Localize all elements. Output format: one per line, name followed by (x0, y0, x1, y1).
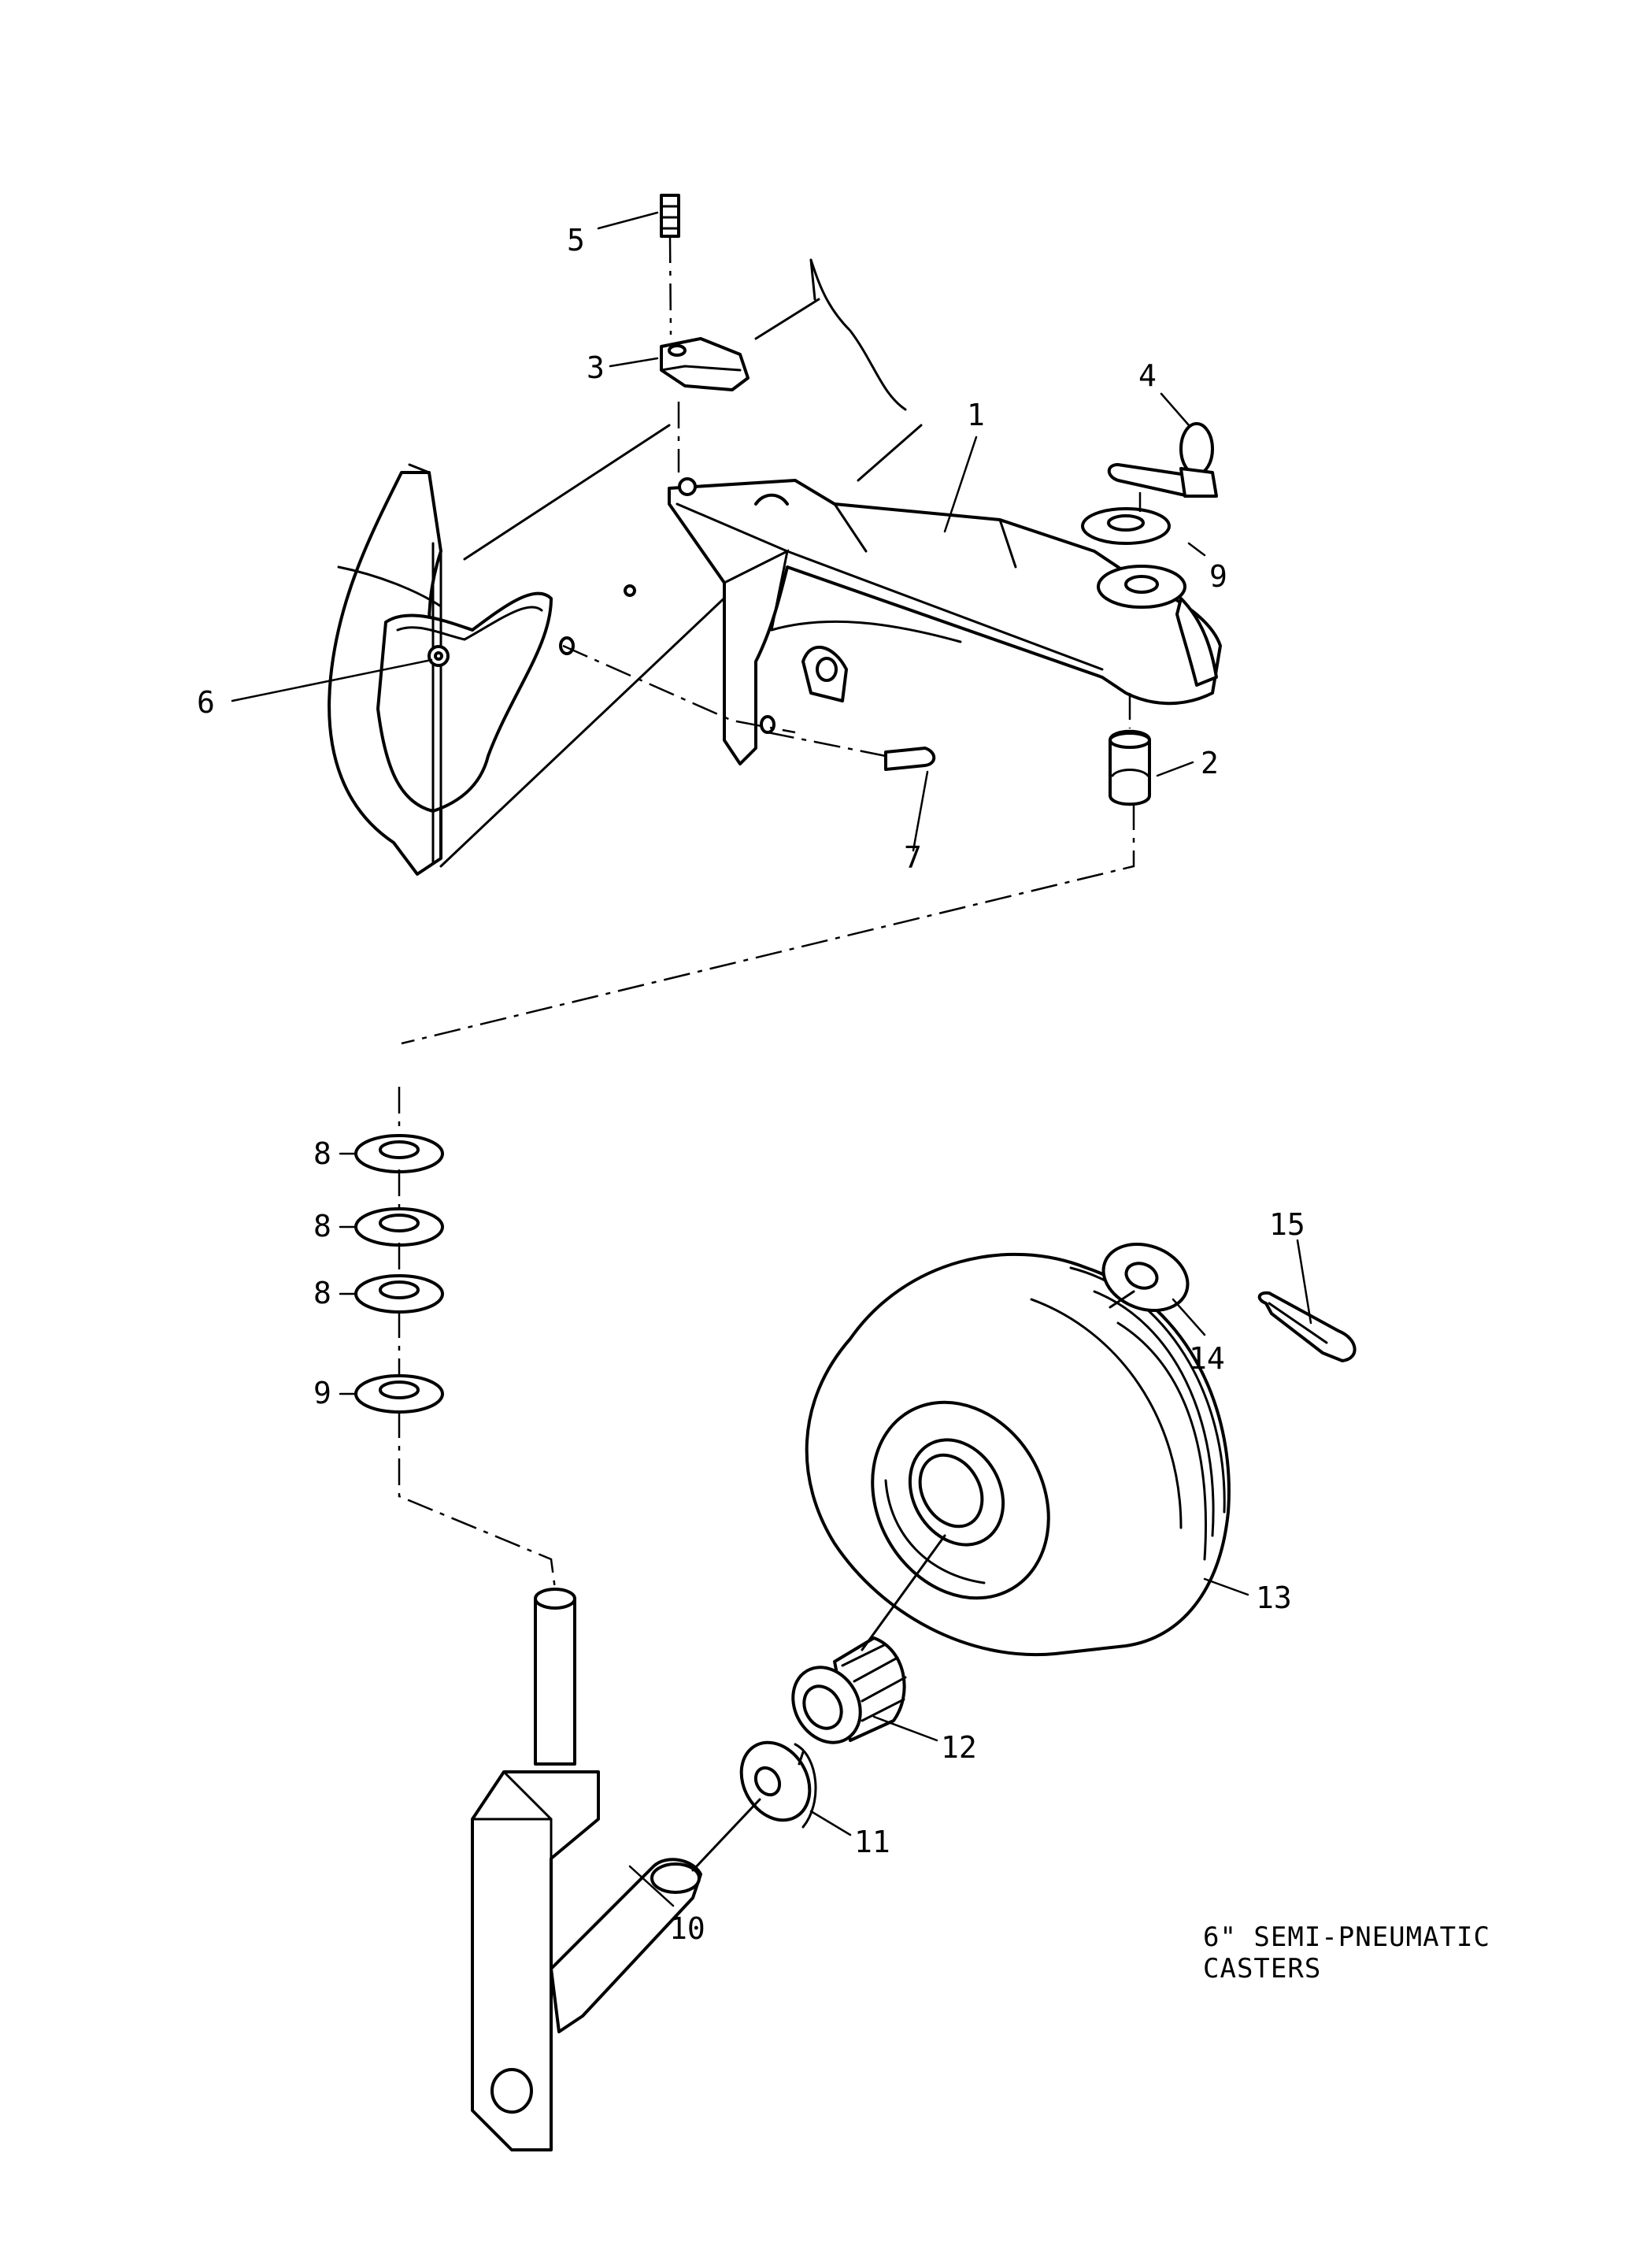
callout-3: 3 (587, 350, 605, 385)
wheel (805, 1252, 1231, 1657)
callout-12: 12 (941, 1730, 977, 1765)
callout-5: 5 (567, 223, 585, 258)
cotter-pin (1257, 1291, 1357, 1362)
roller-bearing (791, 1636, 907, 1744)
callout-numbers: 1 2 3 4 5 6 7 8 8 8 9 9 10 11 12 13 14 1… (197, 223, 1305, 1946)
callout-8b: 8 (313, 1209, 331, 1243)
small-pin (884, 747, 936, 771)
nut (428, 645, 450, 667)
callout-6: 6 (197, 685, 215, 720)
callout-leaders (231, 211, 1312, 1907)
callout-13: 13 (1256, 1581, 1292, 1615)
caster-fork (471, 1588, 702, 2151)
bushing (1109, 729, 1151, 806)
frame-structure (328, 258, 923, 876)
ring-pin (1107, 422, 1218, 498)
washer-stack (354, 1134, 444, 1414)
caption-line-2: CASTERS (1203, 1953, 1322, 1984)
callout-9b: 9 (1209, 559, 1227, 594)
caption-line-1: 6" SEMI-PNEUMATIC (1203, 1922, 1490, 1953)
plate (660, 337, 750, 391)
outer-washer (1101, 1242, 1190, 1313)
callout-7: 7 (904, 840, 922, 875)
callout-11: 11 (854, 1825, 890, 1859)
assembly-centerlines (398, 235, 1142, 1872)
callout-2: 2 (1201, 746, 1219, 780)
screw (660, 194, 680, 238)
callout-9a: 9 (313, 1376, 331, 1410)
callout-15: 15 (1269, 1207, 1305, 1242)
callout-14: 14 (1189, 1341, 1225, 1376)
callout-8a: 8 (313, 1136, 331, 1171)
callout-10: 10 (669, 1911, 705, 1946)
callout-1: 1 (967, 398, 985, 432)
diagram-caption: 6" SEMI-PNEUMATIC CASTERS (1203, 1922, 1490, 1984)
caster-arm (668, 477, 1222, 765)
callout-4: 4 (1138, 358, 1157, 393)
callout-8c: 8 (313, 1276, 331, 1310)
upper-washer (1081, 507, 1171, 545)
